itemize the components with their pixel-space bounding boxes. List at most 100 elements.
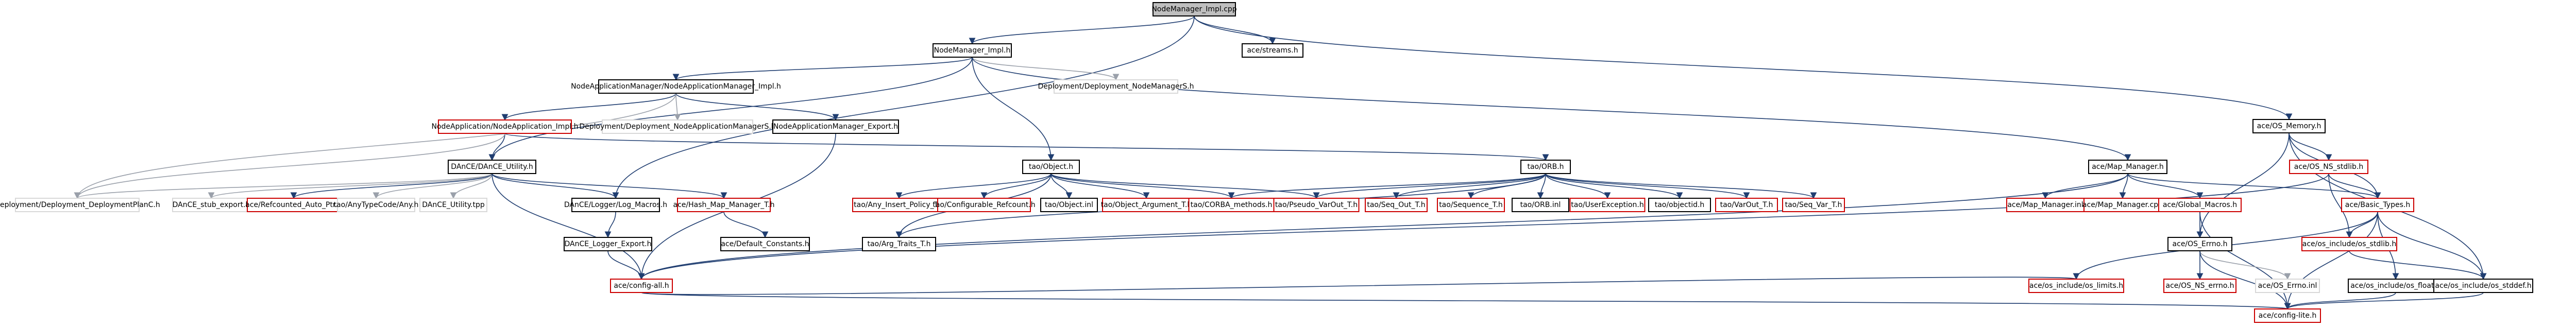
node-dance-stub-export[interactable]: DAnCE_stub_export.h: [172, 198, 250, 212]
dependency-arrow-icon: [1537, 173, 1546, 199]
node-ace-default-constants[interactable]: ace/Default_Constants.h: [720, 237, 810, 251]
node-dance-logger-export[interactable]: DAnCE_Logger_Export.h: [564, 237, 652, 251]
node-tao-any-insert-policy-t[interactable]: tao/Any_Insert_Policy_T.h: [852, 198, 946, 212]
node-label: DAnCE_Logger_Export.h: [564, 240, 651, 248]
node-tao-sequence-t[interactable]: tao/Sequence_T.h: [1437, 198, 1505, 212]
node-ace-config-lite[interactable]: ace/config-lite.h: [2254, 308, 2321, 323]
node-tao-orb[interactable]: tao/ORB.h: [1520, 160, 1571, 174]
node-ace-os-include-os-stdlib[interactable]: ace/os_include/os_stdlib.h: [2301, 237, 2397, 251]
node-tao-seq-out-t[interactable]: tao/Seq_Out_T.h: [1365, 198, 1428, 212]
node-dance-logger-log-macros[interactable]: DAnCE/Logger/Log_Macros.h: [564, 198, 667, 212]
dependency-arrow-icon: [450, 173, 493, 199]
node-dep-planC[interactable]: Deployment/Deployment_DeploymentPlanC.h: [0, 198, 160, 212]
node-tao-objectid[interactable]: tao/objectid.h: [1648, 198, 1711, 212]
dependency-arrow-icon: [972, 57, 2131, 161]
node-ace-map-manager-inl[interactable]: ace/Map_Manager.inl: [2006, 198, 2084, 212]
node-ace-global-macros[interactable]: ace/Global_Macros.h: [2158, 198, 2242, 212]
dependency-arrow-icon: [488, 133, 505, 161]
dependency-arrow-icon: [488, 57, 973, 161]
node-label: ace/Map_Manager.cpp: [2082, 201, 2163, 209]
node-dep-namS[interactable]: Deployment/Deployment_NodeApplicationMan…: [579, 119, 776, 134]
node-dep-nm-s[interactable]: Deployment/Deployment_NodeManagerS.h: [1038, 79, 1194, 94]
node-ace-config-all[interactable]: ace/config-all.h: [610, 279, 673, 293]
node-box: [1782, 198, 1845, 212]
dependency-arrow-icon: [2127, 173, 2381, 199]
dependency-arrow-icon: [492, 173, 619, 199]
node-tao-corba-methods[interactable]: tao/CORBA_methods.h: [1188, 198, 1275, 212]
node-label: tao/Object.inl: [1045, 201, 1093, 209]
node-label: tao/UserException.h: [1571, 201, 1643, 209]
node-ace-map-manager[interactable]: ace/Map_Manager.h: [2088, 160, 2167, 174]
node-ace-os-ns-stdlib[interactable]: ace/OS_NS_stdlib.h: [2289, 160, 2368, 174]
dependency-arrow-icon: [1050, 173, 1320, 199]
node-label: DAnCE_Utility.tpp: [422, 201, 485, 209]
node-ace-os-include-os-limits[interactable]: ace/os_include/os_limits.h: [2028, 279, 2124, 293]
node-daance-utility[interactable]: DAnCE/DAnCE_Utility.h: [448, 160, 536, 174]
node-ace-basic-types[interactable]: ace/Basic_Types.h: [2341, 198, 2414, 212]
node-box: [448, 160, 536, 174]
node-tao-userexception[interactable]: tao/UserException.h: [1569, 198, 1646, 212]
node-ace-hash-map-manager-t[interactable]: ace/Hash_Map_Manager_T.h: [673, 198, 775, 212]
node-ace-os-memory[interactable]: ace/OS_Memory.h: [2252, 119, 2326, 133]
node-box: [677, 198, 771, 212]
node-tao-anytypecode-any[interactable]: tao/AnyTypeCode/Any.h: [334, 198, 419, 212]
node-nm-impl-h[interactable]: NodeManager_Impl.h: [933, 43, 1012, 58]
node-label: ace/os_include/os_limits.h: [2029, 282, 2123, 290]
node-na-impl-h[interactable]: NodeApplication/NodeApplication_Impl.h: [431, 119, 579, 134]
node-box: [15, 198, 140, 212]
node-nam-impl-h[interactable]: NodeApplicationManager/NodeApplicationMa…: [571, 79, 781, 94]
node-ace-streams[interactable]: ace/streams.h: [1242, 43, 1303, 58]
node-label: ace/Default_Constants.h: [721, 240, 809, 248]
node-ace-os-ns-errno[interactable]: ace/OS_NS_errno.h: [2163, 279, 2236, 293]
node-tao-arg-traits-t[interactable]: tao/Arg_Traits_T.h: [862, 237, 936, 251]
dependency-arrow-icon: [1050, 173, 1235, 199]
node-label: ace/os_include/os_stddef.h: [2435, 282, 2531, 290]
dependency-arrow-icon: [2196, 132, 2290, 238]
node-label: ace/Global_Macros.h: [2163, 201, 2237, 209]
node-ace-os-include-os-stddef[interactable]: ace/os_include/os_stddef.h: [2433, 279, 2533, 293]
dependency-arrow-icon: [675, 93, 839, 121]
node-box: [419, 198, 487, 212]
node-box: [2167, 237, 2232, 251]
node-label: tao/Object.h: [1029, 163, 1073, 171]
node-label: Deployment/Deployment_NodeApplicationMan…: [579, 123, 775, 131]
node-label: DAnCE/Logger/Log_Macros.h: [564, 201, 667, 209]
node-dance-utility-tpp[interactable]: DAnCE_Utility.tpp: [419, 198, 487, 212]
node-nam-export[interactable]: NodeApplicationManager_Export.h: [772, 119, 899, 134]
node-ace-os-include-os-float[interactable]: ace/os_include/os_float.h: [2348, 279, 2444, 293]
node-tao-object-inl[interactable]: tao/Object.inl: [1040, 198, 1098, 212]
node-tao-varout-t[interactable]: tao/VarOut_T.h: [1715, 198, 1778, 212]
node-ace-os-errno-inl[interactable]: ace/OS_Errno.inl: [2255, 279, 2320, 293]
node-box: [852, 198, 946, 212]
dependency-arrow-icon: [492, 173, 645, 280]
dependency-arrow-icon: [1545, 173, 1750, 199]
dependency-arrow-icon: [1545, 173, 1683, 199]
node-tao-pseudo-varout-t[interactable]: tao/Pseudo_VarOut_T.h: [1273, 198, 1360, 212]
dependency-arrow-icon: [74, 93, 676, 199]
node-label: ace/streams.h: [1247, 46, 1298, 55]
node-ace-refcounted-auto-ptr[interactable]: ace/Refcounted_Auto_Ptr.h: [245, 198, 342, 212]
node-label: ace/os_include/os_stdlib.h: [2302, 240, 2396, 248]
node-box: [1102, 198, 1191, 212]
node-ace-map-manager-cpp[interactable]: ace/Map_Manager.cpp: [2082, 198, 2163, 212]
node-box: [2301, 237, 2397, 251]
node-ace-os-errno[interactable]: ace/OS_Errno.h: [2167, 237, 2232, 251]
node-tao-object-argument-t[interactable]: tao/Object_Argument_T.h: [1101, 198, 1192, 212]
dependency-arrow-icon: [2284, 292, 2396, 310]
dependency-arrow-icon: [612, 15, 1195, 199]
dependency-arrow-icon: [504, 133, 1549, 161]
dependency-arrow-icon: [2199, 250, 2291, 280]
node-box: [1569, 198, 1646, 212]
node-label: ace/Map_Manager.inl: [2007, 201, 2083, 209]
node-label: tao/Seq_Out_T.h: [1367, 201, 1425, 209]
dependency-arrow-icon: [1050, 173, 1150, 199]
node-tao-configurable-refcount[interactable]: tao/Configurable_Refcount.h: [933, 198, 1036, 212]
node-label: tao/VarOut_T.h: [1720, 201, 1773, 209]
node-tao-seq-var-t[interactable]: tao/Seq_Var_T.h: [1782, 198, 1845, 212]
node-tao-orb-inl[interactable]: tao/ORB.inl: [1512, 198, 1569, 212]
node-tao-object[interactable]: tao/Object.h: [1022, 160, 1080, 174]
dependency-arrow-icon: [672, 57, 973, 81]
node-label: ace/Map_Manager.h: [2092, 163, 2164, 171]
node-root[interactable]: NodeManager_Impl.cpp: [1151, 2, 1237, 16]
